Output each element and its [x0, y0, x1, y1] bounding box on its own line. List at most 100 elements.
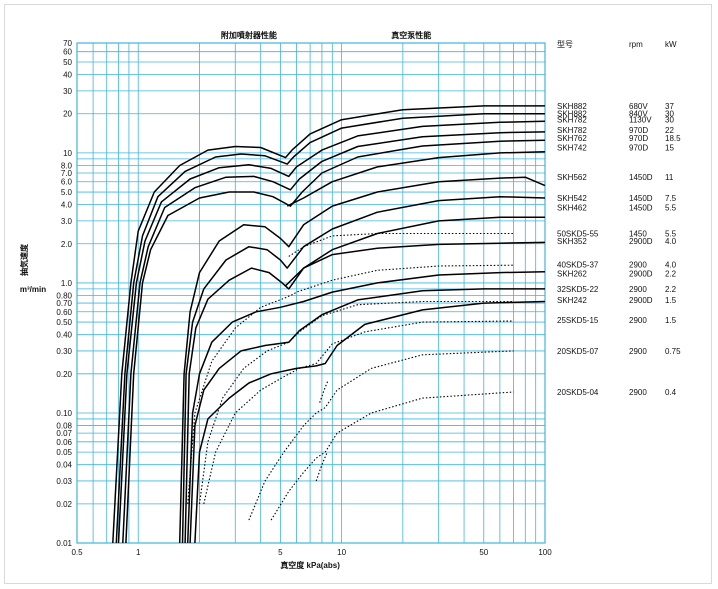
x-axis-title: 真空度 kPa(abs) [280, 560, 340, 570]
table-rpm: 2900 [629, 347, 647, 356]
table-model: SKH782 [557, 116, 587, 125]
table-model: SKH262 [557, 270, 587, 279]
y-tick-label: 8.0 [61, 161, 73, 170]
series-line-4 [122, 131, 546, 544]
table-kw: 11 [665, 173, 674, 182]
table-rpm: 2900 [629, 285, 647, 294]
series-line-14 [288, 232, 514, 257]
table-kw: 5.5 [665, 229, 677, 238]
y-tick-label: 4.0 [61, 201, 73, 210]
table-kw: 0.4 [665, 388, 677, 397]
table-kw: 22 [665, 126, 674, 135]
x-tick-label: 100 [538, 548, 552, 557]
series-line-21 [319, 379, 329, 403]
table-header: 型号 [557, 40, 573, 49]
y-tick-label: 0.70 [56, 299, 72, 308]
header-ejector-performance: 附加噴射器性能 [221, 30, 277, 40]
y-tick-label: 0.02 [56, 500, 72, 509]
table-rpm: 1130V [629, 116, 652, 125]
table-rpm: 2900D [629, 270, 653, 279]
series-line-6 [286, 151, 546, 207]
y-tick-label: 0.60 [56, 308, 72, 317]
y-tick-label: 0.30 [56, 347, 72, 356]
table-model: 20SKD5-04 [557, 388, 599, 397]
table-kw: 30 [665, 110, 674, 119]
table-rpm: 970D [629, 126, 648, 135]
axes: 0.010.020.030.040.050.060.070.080.100.20… [56, 39, 552, 557]
table-model: SKH562 [557, 173, 587, 182]
table-model: SKH542 [557, 194, 587, 203]
y-tick-label: 20 [63, 110, 72, 119]
table-rpm: 970D [629, 144, 648, 153]
y-tick-label: 0.40 [56, 331, 72, 340]
series-line-2 [115, 112, 545, 544]
table-kw: 30 [665, 116, 674, 125]
table-model: 40SKD5-37 [557, 261, 599, 270]
table-model: SKH742 [557, 144, 587, 153]
table-kw: 1.5 [665, 316, 677, 325]
series-line-17 [203, 320, 514, 505]
x-tick-label: 1 [136, 548, 141, 557]
table-rpm: 1450D [629, 204, 653, 213]
table-kw: 0.75 [665, 347, 681, 356]
y-tick-label: 0.08 [56, 422, 72, 431]
table-rpm: 2900 [629, 388, 647, 397]
table-model: 20SKD5-07 [557, 347, 599, 356]
table-kw: 37 [665, 102, 674, 111]
table-model: SKH352 [557, 237, 587, 246]
y-tick-label: 40 [63, 71, 72, 80]
series-line-11 [186, 270, 546, 544]
y-tick-label: 0.07 [56, 429, 72, 438]
table-model: 32SKD5-22 [557, 285, 599, 294]
table-kw: 2.2 [665, 285, 677, 294]
table-model: SKH462 [557, 204, 587, 213]
y-axis-unit: m³/min [20, 285, 46, 294]
table-model: SKH882 [557, 110, 587, 119]
table-header: rpm [629, 40, 643, 49]
table-rpm: 1450 [629, 229, 647, 238]
y-tick-label: 0.20 [56, 370, 72, 379]
header-vacuum-pump-performance: 真空泵性能 [391, 30, 431, 40]
y-tick-label: 0.05 [56, 448, 72, 457]
table-model: SKH782 [557, 126, 587, 135]
series-line-12 [189, 288, 545, 544]
table-header: kW [665, 40, 677, 49]
x-tick-label: 50 [479, 548, 488, 557]
y-tick-label: 0.01 [56, 539, 72, 548]
y-tick-label: 6.0 [61, 178, 73, 187]
x-tick-label: 10 [337, 548, 346, 557]
grid [76, 42, 546, 544]
series-line-8 [181, 195, 546, 544]
series-line-19 [270, 391, 514, 521]
table-rpm: 1450D [629, 173, 653, 182]
y-tick-label: 3.0 [61, 217, 73, 226]
table-model: SKH882 [557, 102, 587, 111]
table-rpm: 2900 [629, 261, 647, 270]
table-kw: 1.5 [665, 296, 677, 305]
y-tick-label: 7.0 [61, 169, 73, 178]
table-rpm: 680V [629, 102, 648, 111]
table-rpm: 2900 [629, 316, 647, 325]
y-tick-label: 2.0 [61, 240, 73, 249]
table-kw: 4.0 [665, 237, 677, 246]
y-tick-label: 0.10 [56, 409, 72, 418]
y-tick-label: 0.80 [56, 292, 72, 301]
y-tick-label: 5.0 [61, 188, 73, 197]
series-line-5 [125, 139, 546, 544]
series-group [112, 105, 546, 544]
series-line-3 [117, 120, 546, 544]
series-line-18 [248, 350, 514, 521]
x-tick-label: 0.5 [71, 548, 83, 557]
series-line-7 [178, 176, 546, 544]
table-rpm: 2900D [629, 296, 653, 305]
table-rpm: 840V [629, 110, 648, 119]
table-kw: 4.0 [665, 261, 677, 270]
table-kw: 7.5 [665, 194, 677, 203]
table-rpm: 970D [629, 134, 648, 143]
y-tick-label: 0.50 [56, 318, 72, 327]
table-rpm: 1450D [629, 194, 653, 203]
y-tick-label: 30 [63, 87, 72, 96]
series-line-1 [112, 105, 545, 544]
y-tick-label: 1.0 [61, 279, 73, 288]
